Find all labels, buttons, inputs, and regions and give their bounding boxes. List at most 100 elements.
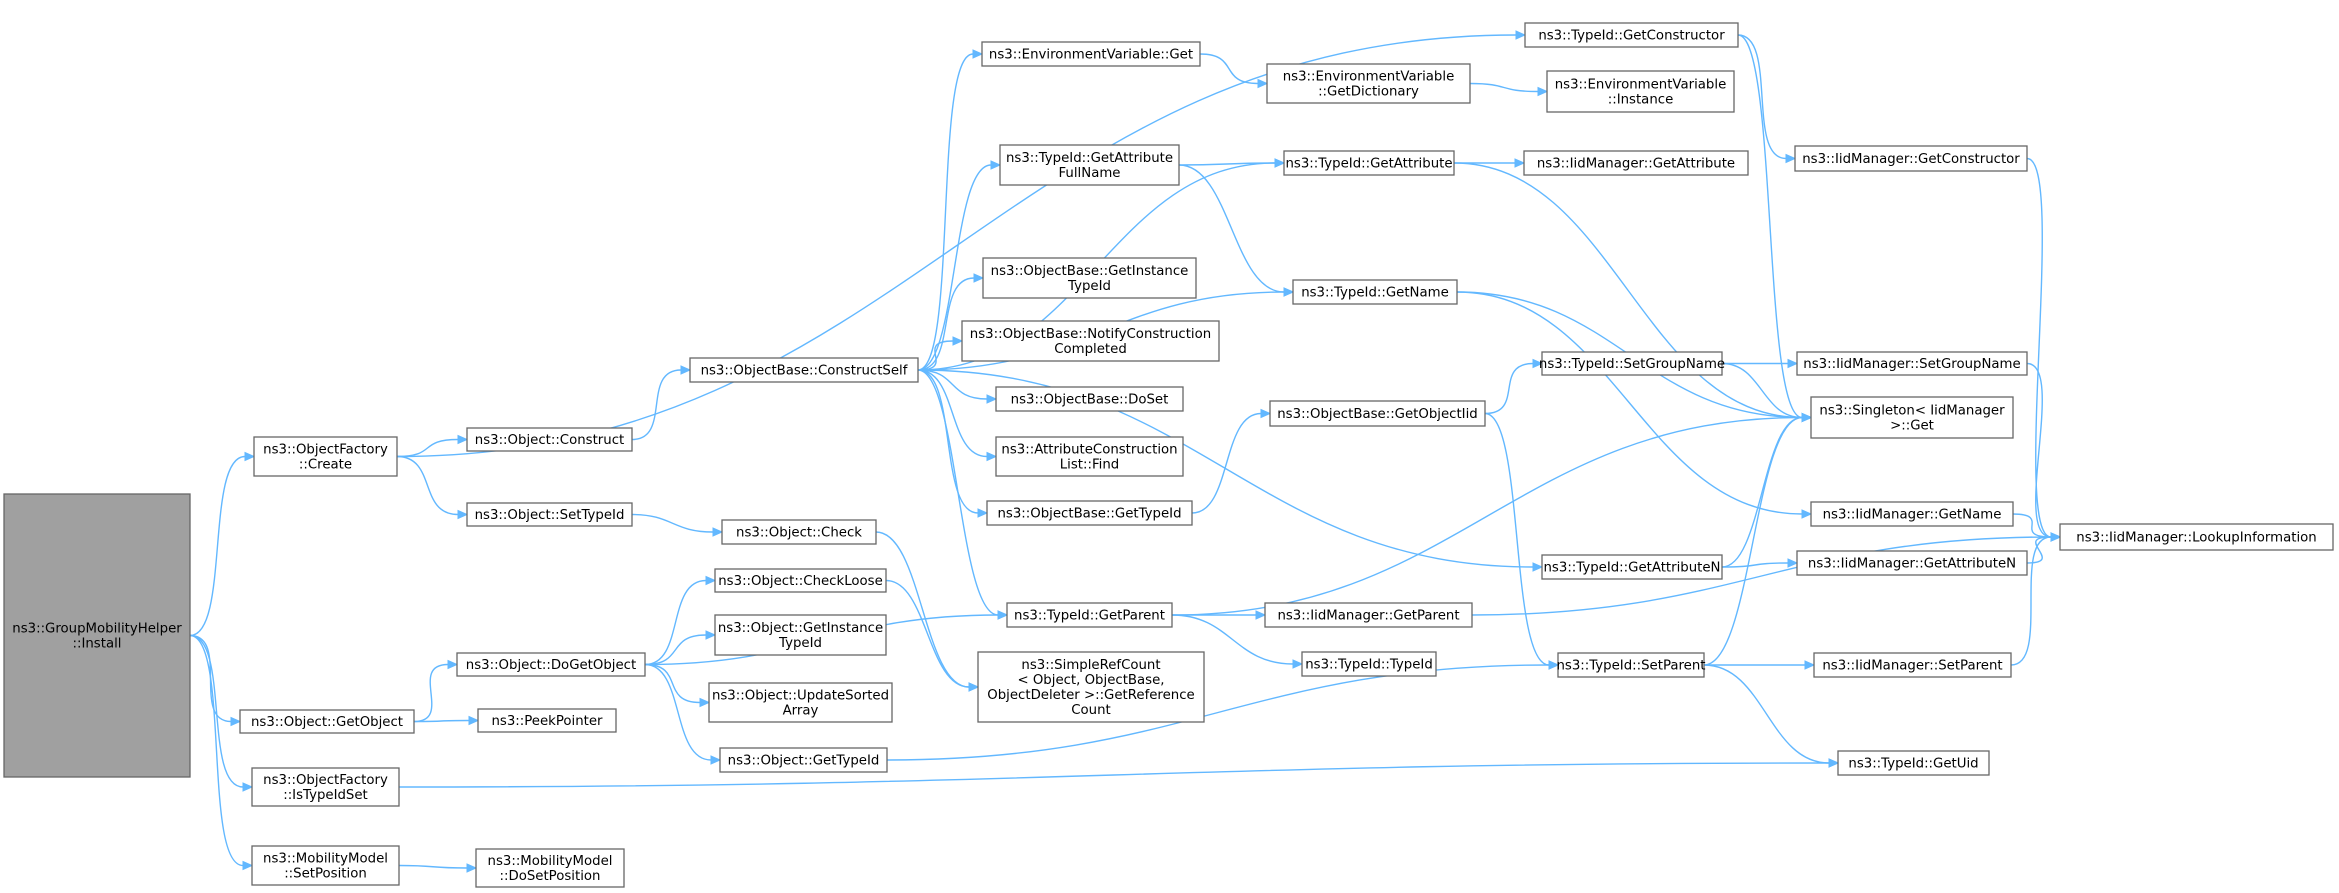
- node-iid_setparent[interactable]: ns3::IidManager::SetParent: [1813, 652, 2012, 678]
- edge-ob_constructself-to-acl_find: [917, 369, 998, 462]
- node-box: [999, 144, 1180, 186]
- node-ob_notifyconstruction[interactable]: ns3::ObjectBase::NotifyConstructionCompl…: [961, 320, 1220, 362]
- edge-arrowhead: [466, 863, 478, 873]
- node-tid_typeid[interactable]: ns3::TypeId::TypeId: [1301, 651, 1437, 677]
- edge-arrowhead: [1804, 660, 1816, 670]
- node-tid_getattributen[interactable]: ns3::TypeId::GetAttributeN: [1541, 554, 1723, 580]
- node-obj_dogetobject[interactable]: ns3::Object::DoGetObject: [456, 652, 646, 677]
- edge-arrowhead: [990, 160, 1002, 170]
- node-ob_gettypeid[interactable]: ns3::ObjectBase::GetTypeId: [986, 500, 1193, 526]
- node-iid_getattributen[interactable]: ns3::IidManager::GetAttributeN: [1796, 550, 2028, 576]
- edge-line: [1171, 416, 1803, 616]
- node-tid_setparent[interactable]: ns3::TypeId::SetParent: [1556, 652, 1706, 678]
- node-box: [995, 436, 1184, 477]
- edge-line: [2026, 157, 2052, 538]
- node-box: [719, 747, 888, 773]
- node-obj_checkloose[interactable]: ns3::Object::CheckLoose: [714, 568, 887, 593]
- node-tid_getparent[interactable]: ns3::TypeId::GetParent: [1006, 602, 1173, 628]
- node-box: [721, 519, 877, 545]
- node-singleton_get[interactable]: ns3::Singleton< IidManager>::Get: [1810, 396, 2014, 439]
- node-label: ns3::ObjectBase::DoSet: [1011, 393, 1169, 408]
- node-src_getrefcount[interactable]: ns3::SimpleRefCount< Object, ObjectBase,…: [977, 651, 1205, 723]
- node-obj_construct[interactable]: ns3::Object::Construct: [466, 427, 633, 452]
- node-label: ::Create: [299, 458, 352, 473]
- node-label: List::Find: [1060, 458, 1119, 473]
- node-tid_setgroupname[interactable]: ns3::TypeId::SetGroupName: [1539, 351, 1725, 376]
- node-box: [986, 500, 1193, 526]
- edge-arrowhead: [1532, 358, 1544, 369]
- edge-line: [1199, 53, 1259, 85]
- node-env_instance[interactable]: ns3::EnvironmentVariable::Instance: [1546, 70, 1735, 113]
- node-ob_getobjectiid[interactable]: ns3::ObjectBase::GetObjectIid: [1269, 400, 1486, 427]
- node-env_get[interactable]: ns3::EnvironmentVariable::Get: [981, 41, 1201, 67]
- node-obj_settypeid[interactable]: ns3::Object::SetTypeId: [466, 502, 633, 527]
- edge-iid_setgroupname-to-iid_lookupinfo: [2026, 362, 2062, 542]
- node-box: [1283, 150, 1455, 176]
- node-tid_getconstructor[interactable]: ns3::TypeId::GetConstructor: [1524, 22, 1739, 48]
- node-box: [251, 845, 400, 886]
- edge-arrowhead: [244, 451, 256, 462]
- node-label: ns3::TypeId::GetParent: [1014, 609, 1165, 624]
- node-label: ns3::ObjectBase::GetObjectIid: [1277, 407, 1477, 422]
- node-box: [475, 848, 625, 888]
- node-box: [1796, 351, 2028, 376]
- node-box: [3, 493, 191, 778]
- node-tid_getattribute[interactable]: ns3::TypeId::GetAttribute: [1283, 150, 1455, 176]
- edge-tid_getparent-to-iid_getparent: [1171, 610, 1267, 620]
- node-env_getdict[interactable]: ns3::EnvironmentVariable::GetDictionary: [1266, 63, 1471, 104]
- node-box: [981, 41, 1201, 67]
- node-obj_getobject[interactable]: ns3::Object::GetObject: [239, 709, 415, 734]
- node-iid_setgroupname[interactable]: ns3::IidManager::SetGroupName: [1796, 351, 2028, 376]
- node-mm_dosetpos[interactable]: ns3::MobilityModel::DoSetPosition: [475, 848, 625, 888]
- node-iid_getattribute[interactable]: ns3::IidManager::GetAttribute: [1523, 150, 1749, 176]
- node-tid_getuid[interactable]: ns3::TypeId::GetUid: [1837, 750, 1990, 776]
- edge-arrowhead: [1255, 610, 1267, 620]
- node-peekpointer[interactable]: ns3::PeekPointer: [477, 708, 617, 733]
- edge-line: [2010, 536, 2052, 666]
- node-ob_constructself[interactable]: ns3::ObjectBase::ConstructSelf: [689, 357, 919, 383]
- node-iid_getname[interactable]: ns3::IidManager::GetName: [1810, 501, 2014, 527]
- node-root[interactable]: ns3::GroupMobilityHelper::Install: [3, 493, 191, 778]
- node-obj_check[interactable]: ns3::Object::Check: [721, 519, 877, 545]
- node-mm_setpos[interactable]: ns3::MobilityModel::SetPosition: [251, 845, 400, 886]
- node-label: ns3::TypeId::GetUid: [1848, 757, 1978, 772]
- node-iid_lookupinfo[interactable]: ns3::IidManager::LookupInformation: [2059, 523, 2334, 551]
- edge-tid_getattributen-to-singleton_get: [1721, 412, 1813, 568]
- edge-obj_construct-to-ob_constructself: [631, 365, 692, 441]
- node-label: ns3::IidManager::SetParent: [1822, 659, 2002, 674]
- node-iid_getconstructor[interactable]: ns3::IidManager::GetConstructor: [1794, 145, 2028, 172]
- node-box: [1796, 550, 2028, 576]
- edge-arrowhead: [1787, 558, 1799, 568]
- node-label: >::Get: [1890, 419, 1934, 434]
- node-ob_doset[interactable]: ns3::ObjectBase::DoSet: [995, 386, 1184, 412]
- node-label: ns3::Object::GetObject: [251, 715, 403, 730]
- node-iid_getparent[interactable]: ns3::IidManager::GetParent: [1264, 602, 1473, 628]
- edge-obj_getobject-to-peekpointer: [413, 715, 480, 726]
- edge-arrowhead: [712, 527, 724, 537]
- node-label: ns3::TypeId::GetName: [1301, 286, 1449, 301]
- edge-arrowhead: [1274, 158, 1286, 168]
- edge-root-to-obj_getobject: [189, 634, 242, 727]
- node-tid_getname[interactable]: ns3::TypeId::GetName: [1292, 279, 1458, 305]
- edge-line: [1737, 34, 1787, 160]
- node-obj_gettypeid[interactable]: ns3::Object::GetTypeId: [719, 747, 888, 773]
- node-of_create[interactable]: ns3::ObjectFactory::Create: [253, 436, 398, 477]
- edge-arrowhead: [1532, 562, 1544, 572]
- edge-tid_getparent-to-singleton_get: [1171, 412, 1813, 616]
- edge-line: [1469, 82, 1539, 93]
- node-box: [995, 386, 1184, 412]
- node-label: ::GetDictionary: [1318, 85, 1419, 100]
- edge-ob_constructself-to-env_get: [917, 49, 984, 371]
- edges-layer: [189, 30, 2062, 873]
- edge-ob_constructself-to-ob_notifyconstruction: [917, 336, 964, 371]
- edge-arrowhead: [457, 509, 469, 520]
- edge-root-to-mm_setpos: [189, 634, 254, 871]
- node-label: ns3::PeekPointer: [491, 714, 603, 729]
- node-of_istypeidset[interactable]: ns3::ObjectFactory::IsTypeIdSet: [251, 767, 400, 807]
- edge-line: [917, 369, 988, 400]
